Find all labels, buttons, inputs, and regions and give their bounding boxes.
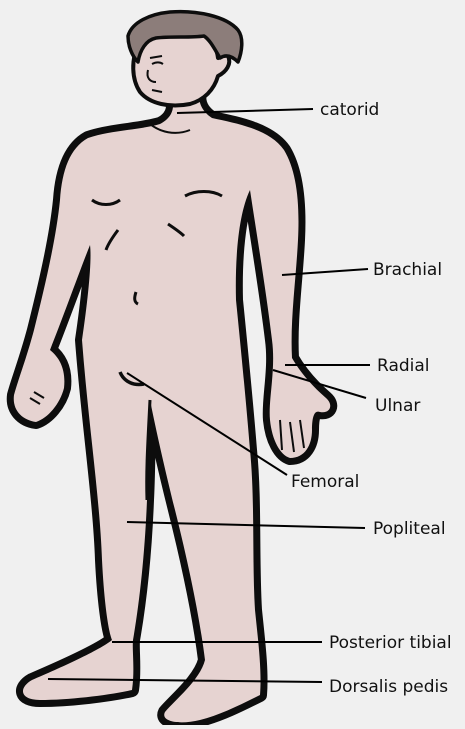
label-radial: Radial — [377, 356, 430, 376]
label-carotid: catorid — [320, 100, 379, 120]
human-figure — [14, 12, 331, 723]
label-femoral: Femoral — [291, 472, 359, 492]
label-brachial: Brachial — [373, 260, 442, 280]
label-posterior-tibial: Posterior tibial — [329, 633, 452, 653]
label-dorsalis-pedis: Dorsalis pedis — [329, 677, 448, 697]
label-ulnar: Ulnar — [375, 396, 420, 416]
label-popliteal: Popliteal — [373, 519, 446, 539]
